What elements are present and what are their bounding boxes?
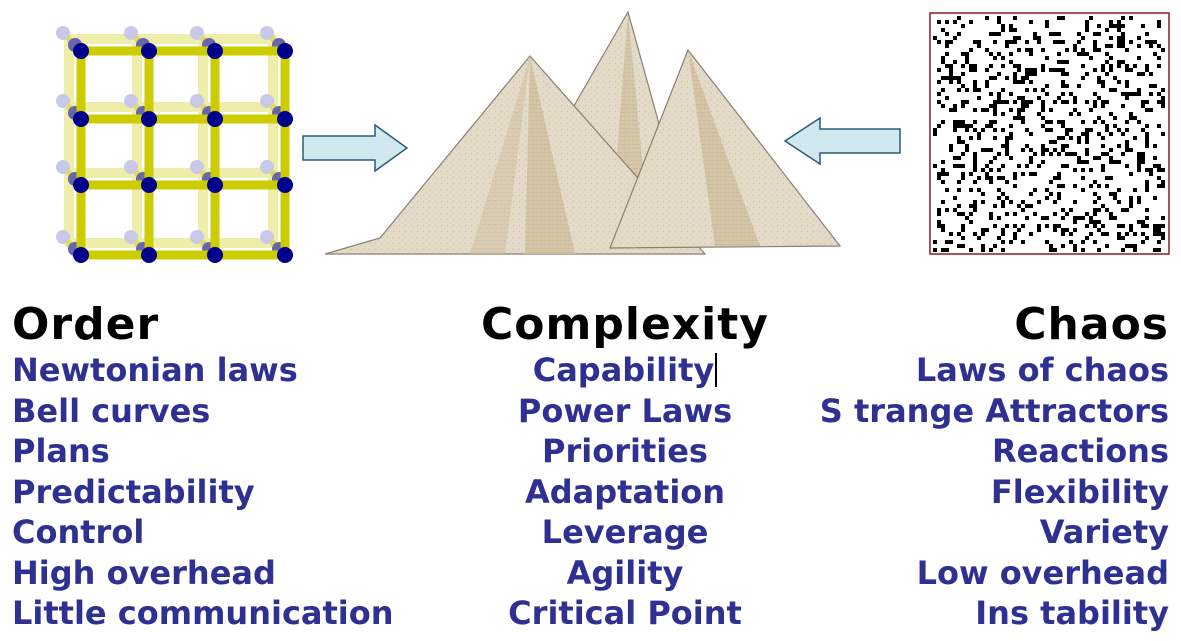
lattice-node-back	[124, 94, 138, 108]
lattice-node	[141, 177, 157, 193]
list-item: Priorities	[542, 432, 708, 470]
list-item: Power Laws	[517, 391, 733, 430]
lattice-node-back	[190, 160, 204, 174]
list-item: Ins tability	[975, 594, 1169, 632]
left-arrow-icon	[783, 116, 901, 166]
list-item: High overhead	[12, 553, 276, 592]
lattice-node-back	[56, 160, 70, 174]
lattice-node	[277, 111, 293, 127]
lattice-node	[207, 177, 223, 193]
lattice-node	[141, 247, 157, 263]
list-item: S trange Attractors	[819, 391, 1169, 430]
lattice-node-back	[260, 26, 274, 40]
lattice-node	[207, 43, 223, 59]
order-heading: Order	[12, 299, 160, 350]
lattice-node-back	[190, 26, 204, 40]
lattice-node-back	[124, 26, 138, 40]
list-item: Reactions	[992, 432, 1169, 470]
lattice-node	[207, 247, 223, 263]
lattice-node	[277, 43, 293, 59]
lattice-node	[141, 43, 157, 59]
lattice-node	[73, 177, 89, 193]
list-item: Predictability	[12, 472, 255, 511]
lattice-node	[277, 247, 293, 263]
list-item: Variety	[1039, 513, 1169, 551]
list-item: Leverage	[541, 513, 709, 551]
list-item: Little communication	[12, 594, 394, 632]
list-item: Low overhead	[916, 553, 1169, 592]
lattice-node-back	[190, 230, 204, 244]
lattice-node-back	[56, 26, 70, 40]
lattice-grid-icon	[56, 26, 293, 263]
list-item: Agility	[566, 553, 684, 592]
complexity-heading: Complexity	[481, 299, 769, 350]
noise-dots	[933, 16, 1165, 252]
lattice-node-back	[124, 160, 138, 174]
list-item: Plans	[12, 432, 110, 470]
lattice-node	[207, 111, 223, 127]
lattice-node-back	[260, 94, 274, 108]
right-arrow-icon	[302, 123, 409, 173]
list-item: Bell curves	[12, 391, 211, 430]
lattice-node-back	[190, 94, 204, 108]
pyramids-icon	[324, 10, 842, 255]
list-item: Flexibility	[990, 472, 1169, 511]
lattice-node	[73, 247, 89, 263]
list-item: Critical Point	[508, 594, 742, 632]
lattice-node-back	[56, 230, 70, 244]
lattice-node	[277, 177, 293, 193]
lattice-node-back	[124, 230, 138, 244]
lattice-node-back	[260, 160, 274, 174]
list-item: Laws of chaos	[915, 351, 1169, 389]
lattice-node	[73, 43, 89, 59]
lattice-node	[73, 111, 89, 127]
lattice-node-back	[56, 94, 70, 108]
list-item: Capability	[480, 350, 770, 391]
list-item: Newtonian laws	[12, 351, 298, 389]
noise-pattern-icon	[929, 12, 1170, 255]
chaos-heading: Chaos	[1014, 299, 1169, 350]
lattice-node-back	[260, 230, 274, 244]
text-cursor	[715, 353, 718, 387]
list-item: Control	[12, 513, 145, 551]
list-item: Adaptation	[524, 472, 726, 511]
lattice-node	[141, 111, 157, 127]
